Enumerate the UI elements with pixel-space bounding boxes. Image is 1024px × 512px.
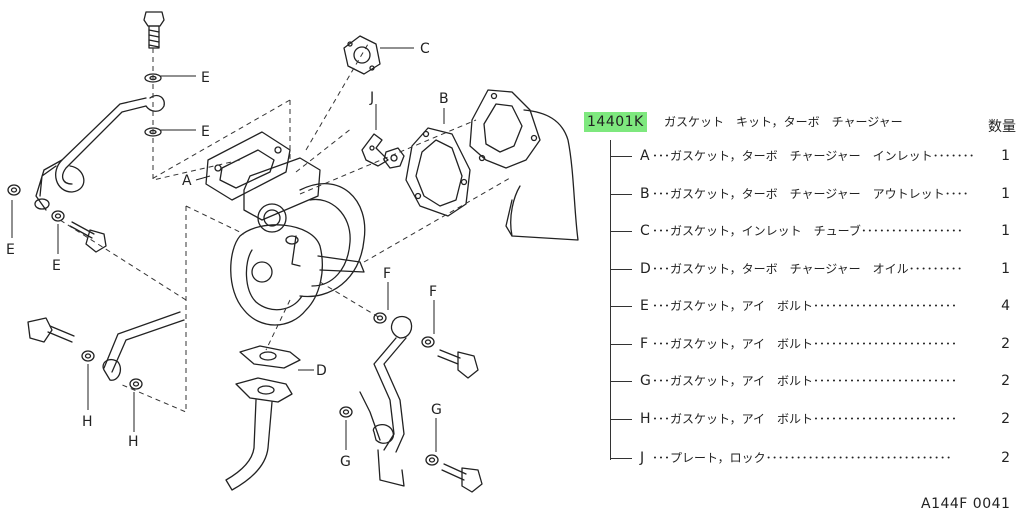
turbocharger-body xyxy=(230,157,366,326)
part-row-g: G ･･･ガスケット，アイ ボルト･･･････････････････････… xyxy=(610,371,1010,391)
callout-d: D xyxy=(316,363,327,379)
part-letter: D xyxy=(640,261,651,277)
part-name: ･･･ガスケット，アイ ボルト････････････････････････ xyxy=(652,374,958,388)
part-qty: 1 xyxy=(999,221,1010,241)
part-qty: 2 xyxy=(999,409,1010,429)
part-row-f: F ･･･ガスケット，アイ ボルト･･･････････････････････… xyxy=(610,334,1010,354)
callout-j: J xyxy=(369,90,374,106)
part-letter: B xyxy=(640,186,650,202)
callout-e-2: E xyxy=(201,124,210,140)
part-letter: A xyxy=(640,148,650,164)
part-qty: 1 xyxy=(999,259,1010,279)
part-letter: E xyxy=(640,298,649,314)
callout-e-4: E xyxy=(52,258,61,274)
kit-title: ガスケット キット，ターボ チャージャー xyxy=(664,115,903,129)
part-name: ･･･ガスケット，アイ ボルト････････････････････････ xyxy=(652,412,958,426)
part-row-j: J ･･･プレート，ロック･･･････････････････････････… xyxy=(610,448,1010,468)
part-qty: 1 xyxy=(999,184,1010,204)
callout-c: C xyxy=(420,41,430,57)
part-name: ･･･ガスケット，アイ ボルト････････････････････････ xyxy=(652,299,958,313)
parts-tree-line xyxy=(610,140,621,460)
callout-h-1: H xyxy=(82,414,93,430)
part-qty: 2 xyxy=(999,448,1010,468)
callout-a: A xyxy=(182,173,192,189)
kit-part-number: 14401K xyxy=(584,112,647,132)
gasket-c xyxy=(343,35,381,75)
callout-b: B xyxy=(439,91,449,107)
part-row-a: A ･･･ガスケット，ターボ チャージャー インレット･･･････ 1 xyxy=(610,146,1010,166)
gasket-d-and-oil-drain xyxy=(225,345,301,491)
quantity-header: 数量 xyxy=(988,119,1016,135)
callout-g-1: G xyxy=(340,454,351,470)
part-letter: F xyxy=(640,336,649,352)
callout-f-2: F xyxy=(429,284,437,300)
part-name: ･･･ガスケット，アイ ボルト････････････････････････ xyxy=(652,337,958,351)
part-name: ･･･プレート，ロック･････････････････････････････… xyxy=(652,451,952,465)
part-qty: 1 xyxy=(999,146,1010,166)
turbo-outlet-elbow xyxy=(469,89,579,241)
gasket-b xyxy=(405,127,471,217)
gasket-a xyxy=(205,131,291,201)
figure-id: A144F 0041 xyxy=(921,496,1011,512)
part-letter: J xyxy=(640,450,645,466)
part-qty: 2 xyxy=(999,371,1010,391)
part-letter: G xyxy=(640,373,651,389)
part-row-h: H ･･･ガスケット，アイ ボルト･･･････････････････････… xyxy=(610,409,1010,429)
eye-bolt-top xyxy=(143,11,165,49)
callout-e-3: E xyxy=(6,242,15,258)
callout-f-1: F xyxy=(383,266,391,282)
part-row-c: C ･･･ガスケット，インレット チューブ･････････････････ 1 xyxy=(610,221,1010,241)
part-qty: 2 xyxy=(999,334,1010,354)
part-name: ･･･ガスケット，ターボ チャージャー オイル･････････ xyxy=(652,262,963,276)
part-name: ･･･ガスケット，ターボ チャージャー アウトレット････ xyxy=(652,187,969,201)
part-row-b: B ･･･ガスケット，ターボ チャージャー アウトレット････ 1 xyxy=(610,184,1010,204)
callout-e-1: E xyxy=(201,70,210,86)
part-letter: H xyxy=(640,411,651,427)
callout-g-2: G xyxy=(431,402,442,418)
part-row-d: D ･･･ガスケット，ターボ チャージャー オイル･････････ 1 xyxy=(610,259,1010,279)
part-name: ･･･ガスケット，ターボ チャージャー インレット･･･････ xyxy=(652,149,975,163)
callout-h-2: H xyxy=(128,434,139,450)
part-qty: 4 xyxy=(999,296,1010,316)
part-name: ･･･ガスケット，インレット チューブ･････････････････ xyxy=(652,224,963,238)
part-letter: C xyxy=(640,223,650,239)
part-row-e: E ･･･ガスケット，アイ ボルト･･･････････････････････… xyxy=(610,296,1010,316)
